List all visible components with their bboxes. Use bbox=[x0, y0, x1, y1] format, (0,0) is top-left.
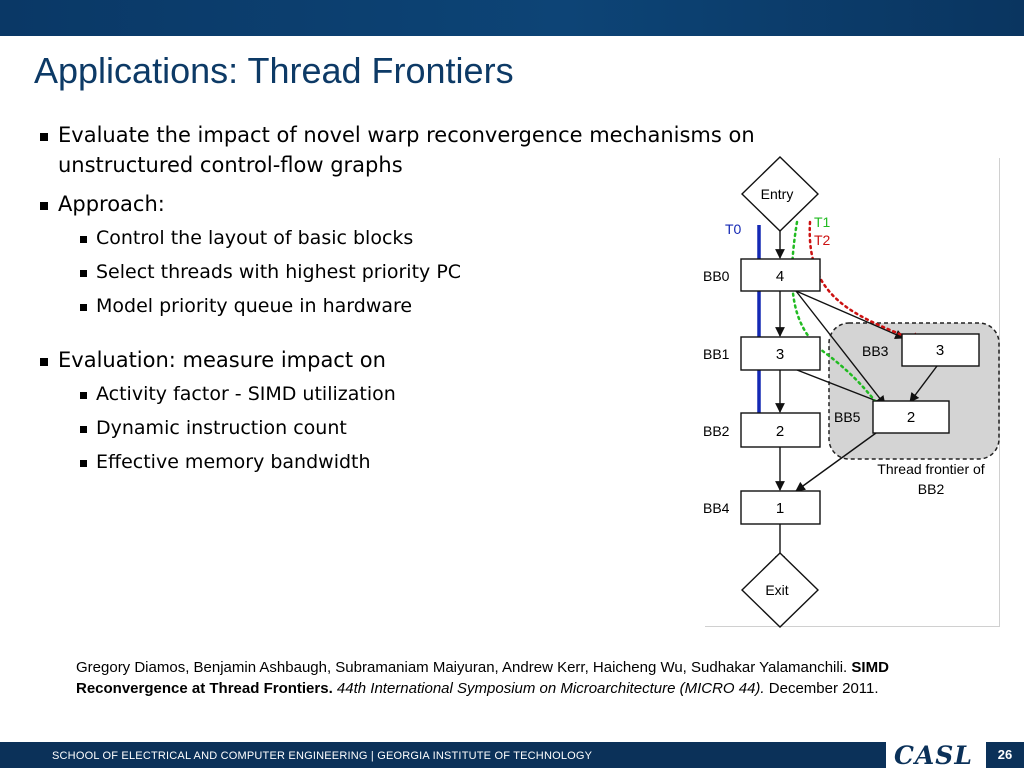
block-bb4 bbox=[740, 490, 821, 525]
footer-bar bbox=[0, 742, 886, 768]
citation-authors: Gregory Diamos, Benjamin Ashbaugh, Subra… bbox=[76, 659, 848, 676]
block-label: BB1 bbox=[703, 346, 730, 362]
block-label: BB2 bbox=[703, 423, 730, 439]
block-bb1 bbox=[740, 336, 821, 371]
edge-bb5-bb4 bbox=[795, 432, 877, 492]
top-banner bbox=[0, 0, 1024, 36]
edge-bb0-bb3 bbox=[795, 290, 905, 339]
citation-date: December 2011. bbox=[768, 680, 879, 697]
frontier-caption: Thread frontier of bbox=[877, 461, 984, 477]
block-label: BB5 bbox=[834, 409, 861, 425]
thread-label-t1: T1 bbox=[814, 214, 831, 230]
bullet-evaluation: Evaluation: measure impact on bbox=[40, 345, 840, 375]
block-bb3 bbox=[901, 333, 980, 367]
thread-label-t2: T2 bbox=[814, 232, 831, 248]
block-value: 2 bbox=[907, 409, 915, 426]
citation-venue: 44th International Symposium on Microarc… bbox=[336, 680, 765, 697]
thread-label-t0: T0 bbox=[725, 221, 742, 237]
block-bb5 bbox=[872, 400, 950, 434]
citation-title: SIMD Reconvergence at Thread Frontiers. bbox=[76, 659, 889, 697]
sub-bullet: Select threads with highest priority PC bbox=[40, 255, 840, 289]
block-value: 1 bbox=[776, 500, 784, 517]
frontier-caption: BB2 bbox=[918, 481, 945, 497]
edge-bb1-bb5 bbox=[796, 369, 888, 407]
block-value: 2 bbox=[776, 423, 784, 440]
sub-bullet: Control the layout of basic blocks bbox=[40, 221, 840, 255]
sub-bullet: Effective memory bandwidth bbox=[40, 445, 840, 479]
sub-bullet: Model priority queue in hardware bbox=[40, 289, 840, 323]
page-number-box bbox=[986, 742, 1024, 768]
bullet-list: Evaluate the impact of novel warp reconv… bbox=[40, 120, 840, 479]
entry-label: Entry bbox=[761, 186, 794, 202]
bullet-approach: Approach: bbox=[40, 189, 840, 219]
edge-bb3-bb5 bbox=[909, 365, 938, 403]
block-value: 3 bbox=[776, 346, 784, 363]
exit-node bbox=[740, 552, 820, 628]
sub-bullet: Activity factor - SIMD utilization bbox=[40, 377, 840, 411]
block-label: BB4 bbox=[703, 500, 730, 516]
bullet-evaluate: Evaluate the impact of novel warp reconv… bbox=[40, 120, 840, 180]
logo-box bbox=[886, 742, 986, 768]
sub-bullet: Dynamic instruction count bbox=[40, 411, 840, 445]
block-bb0 bbox=[740, 258, 821, 292]
exit-label: Exit bbox=[765, 582, 788, 598]
block-value: 4 bbox=[776, 268, 784, 285]
slide-title: Applications: Thread Frontiers bbox=[34, 50, 514, 91]
block-label: BB0 bbox=[703, 268, 730, 284]
edge-bb0-bb5 bbox=[795, 290, 886, 406]
citation: Gregory Diamos, Benjamin Ashbaugh, Subra… bbox=[76, 657, 936, 699]
block-value: 3 bbox=[936, 342, 944, 359]
footer-school: SCHOOL OF ELECTRICAL AND COMPUTER ENGINE… bbox=[52, 750, 593, 762]
casl-logo: CASL bbox=[894, 741, 973, 770]
entry-node bbox=[740, 156, 820, 232]
page-number: 26 bbox=[997, 747, 1013, 762]
block-bb2 bbox=[740, 412, 821, 448]
block-label: BB3 bbox=[862, 343, 889, 359]
